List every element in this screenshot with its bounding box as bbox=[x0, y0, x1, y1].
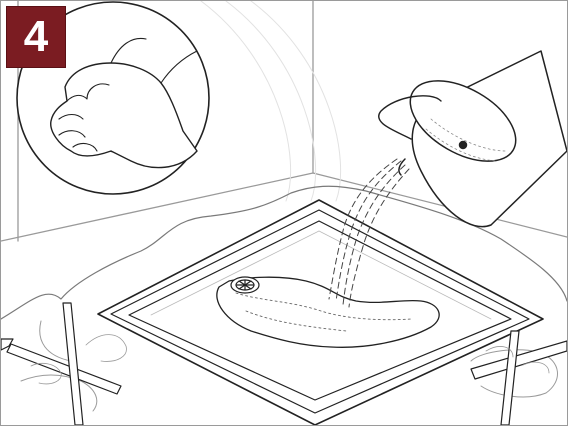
support-slats-left bbox=[1, 303, 121, 425]
step-number-badge: 4 bbox=[6, 6, 66, 68]
bucket bbox=[379, 51, 567, 227]
wall-curves bbox=[201, 1, 341, 201]
drain-grate bbox=[231, 277, 259, 293]
